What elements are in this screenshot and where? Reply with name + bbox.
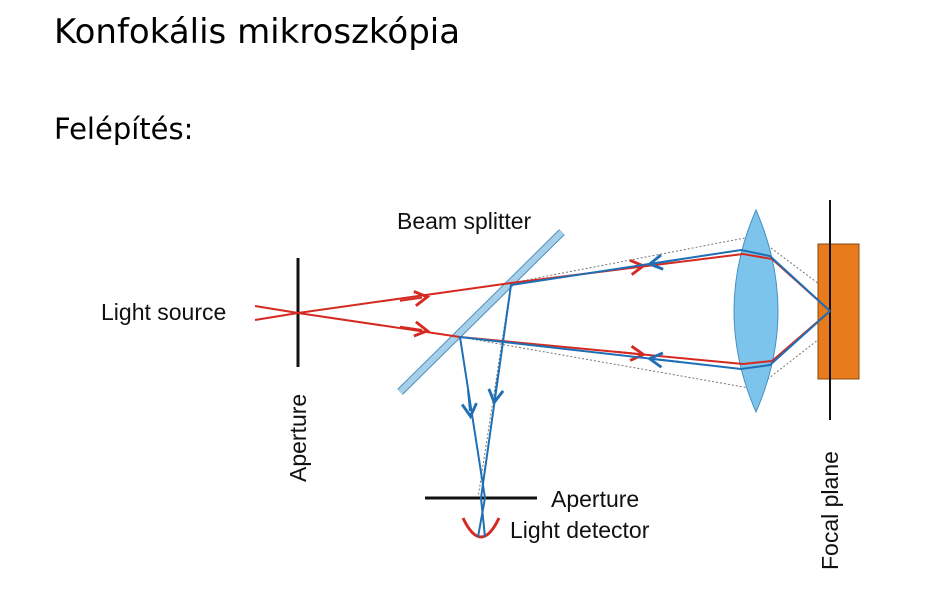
page-title: Konfokális mikroszkópia xyxy=(54,12,461,52)
objective-lens xyxy=(733,208,779,414)
label-aperture-left: Aperture xyxy=(285,394,311,482)
section-subtitle: Felépítés: xyxy=(54,112,194,146)
label-light-detector: Light detector xyxy=(510,517,650,543)
light-detector xyxy=(461,517,501,539)
label-beam-splitter: Beam splitter xyxy=(397,208,532,234)
return-beam xyxy=(458,248,831,538)
beam-splitter-fill xyxy=(397,229,565,395)
label-aperture-bottom: Aperture xyxy=(551,486,639,512)
label-light-source: Light source xyxy=(101,299,226,325)
label-focal-plane: Focal plane xyxy=(817,451,843,570)
specimen-block xyxy=(817,243,860,380)
